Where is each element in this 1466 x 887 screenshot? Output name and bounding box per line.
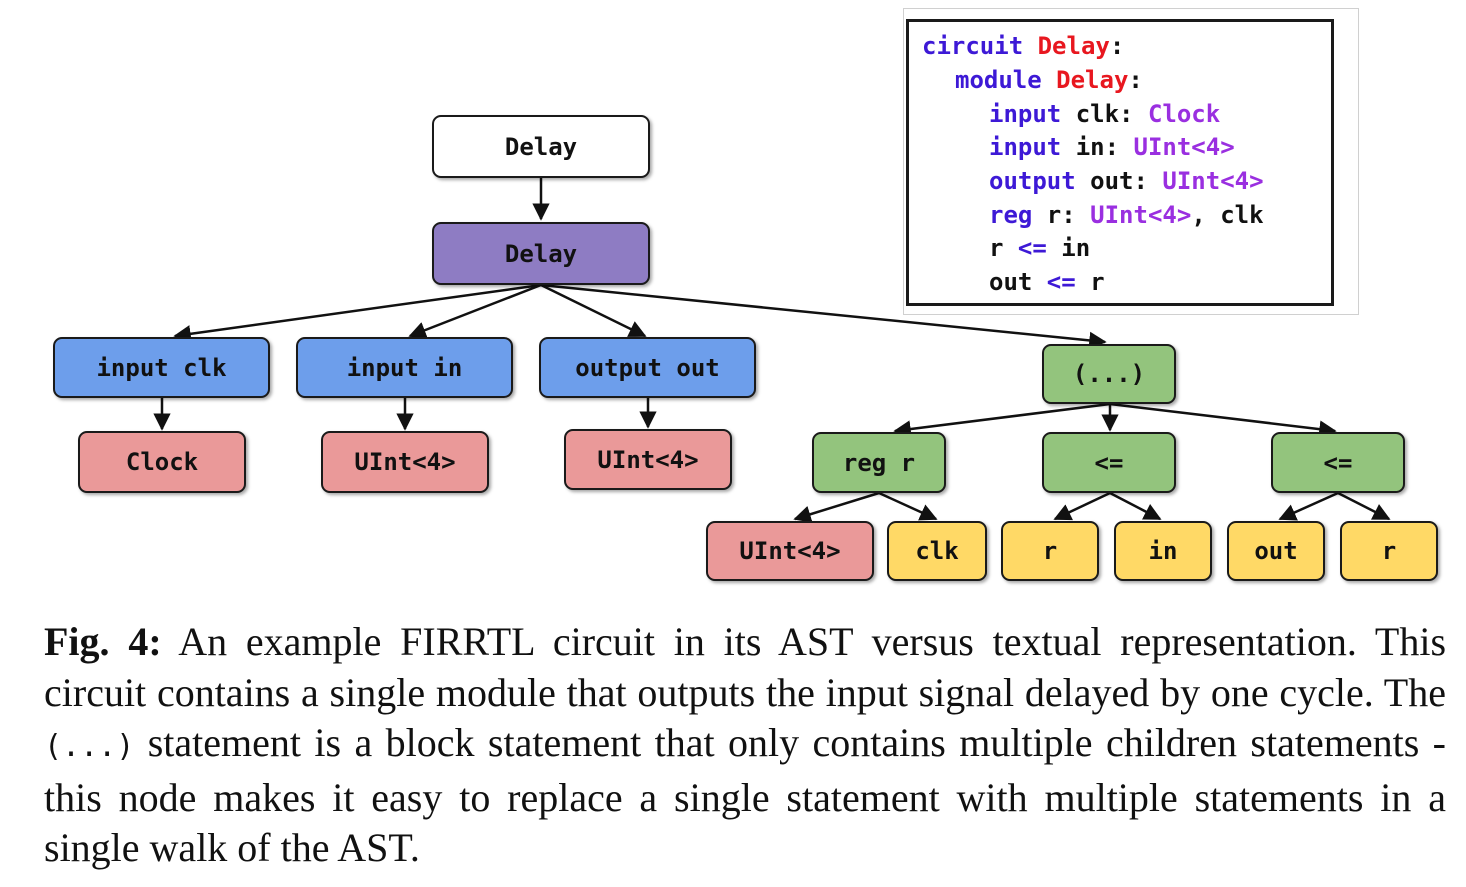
edge-reg-clk — [878, 491, 938, 521]
caption-label: Fig. 4: — [44, 619, 162, 664]
code-token: : — [1128, 66, 1143, 94]
code-token: <= — [1046, 268, 1076, 296]
node-type-uint-in: UInt<4> — [321, 431, 489, 493]
code-token: Delay — [1056, 66, 1129, 94]
code-token: <= — [1017, 234, 1047, 262]
code-line-7: r <= in — [989, 234, 1090, 262]
code-line-8: out <= r — [989, 268, 1105, 296]
code-token: r — [1075, 268, 1105, 296]
node-port-output-out: output out — [539, 337, 756, 398]
ast-edges — [153, 178, 1391, 523]
code-token: Clock — [1147, 100, 1221, 128]
code-line-2: module Delay: — [955, 66, 1143, 94]
caption-code: (...) — [44, 729, 135, 764]
node-circuit: Delay — [432, 115, 650, 178]
edge-connect2-r — [1337, 491, 1391, 521]
code-token: out — [989, 268, 1047, 296]
code-panel: circuit Delay: module Delay: input clk: … — [906, 19, 1334, 306]
code-token: input — [989, 133, 1076, 161]
edge-module-output-out — [540, 283, 647, 338]
edge-connect1-in — [1109, 491, 1162, 521]
code-token: r: — [1046, 201, 1091, 229]
edge-connect2-out — [1278, 491, 1339, 521]
code-line-3: input clk: Clock — [989, 100, 1220, 128]
code-token: UInt<4> — [1162, 167, 1264, 195]
node-connect1-in: in — [1114, 521, 1212, 581]
node-reg-clk: clk — [887, 521, 987, 581]
node-port-input-in: input in — [296, 337, 513, 398]
code-token: r — [989, 234, 1018, 262]
code-line-5: output out: UInt<4> — [989, 167, 1264, 195]
figure-caption: Fig. 4: An example FIRRTL circuit in its… — [44, 617, 1446, 874]
edge-module-input-clk — [173, 283, 542, 343]
code-token: module — [955, 66, 1057, 94]
code-token: , clk — [1191, 201, 1264, 229]
code-token: circuit — [922, 32, 1038, 60]
node-block: (...) — [1042, 344, 1176, 404]
code-token: Delay — [1037, 32, 1110, 60]
caption-text-2: statement is a block statement that only… — [44, 720, 1446, 870]
code-token: UInt<4> — [1090, 201, 1192, 229]
code-token: reg — [989, 201, 1047, 229]
node-connect1-r: r — [1001, 521, 1099, 581]
edge-module-input-in — [408, 283, 542, 339]
code-token: in: — [1075, 133, 1134, 161]
edge-block-connect2 — [1109, 402, 1337, 438]
node-module: Delay — [432, 222, 650, 285]
node-type-clock: Clock — [78, 431, 246, 493]
code-token: output — [989, 167, 1091, 195]
node-connect-2: <= — [1271, 432, 1405, 493]
node-port-input-clk: input clk — [53, 337, 270, 398]
edge-connect1-r — [1053, 491, 1111, 521]
node-connect2-r: r — [1340, 521, 1438, 581]
code-token: : — [1109, 32, 1125, 60]
code-line-4: input in: UInt<4> — [989, 133, 1235, 161]
code-line-1: circuit Delay: — [922, 32, 1124, 60]
node-reg: reg r — [812, 432, 946, 493]
edge-module-block — [540, 283, 1107, 350]
code-token: out: — [1090, 167, 1163, 195]
node-connect-1: <= — [1042, 432, 1176, 493]
code-token: UInt<4> — [1133, 133, 1235, 161]
code-token: clk: — [1075, 100, 1148, 128]
code-token: in — [1046, 234, 1091, 262]
edge-block-reg — [893, 402, 1111, 438]
code-token: input — [989, 100, 1076, 128]
caption-text-1: An example FIRRTL circuit in its AST ver… — [44, 619, 1447, 715]
node-reg-type: UInt<4> — [706, 521, 874, 581]
edge-reg-type — [793, 491, 880, 523]
node-type-uint-out: UInt<4> — [564, 429, 732, 490]
node-connect2-out: out — [1227, 521, 1325, 581]
code-line-6: reg r: UInt<4>, clk — [989, 201, 1264, 229]
